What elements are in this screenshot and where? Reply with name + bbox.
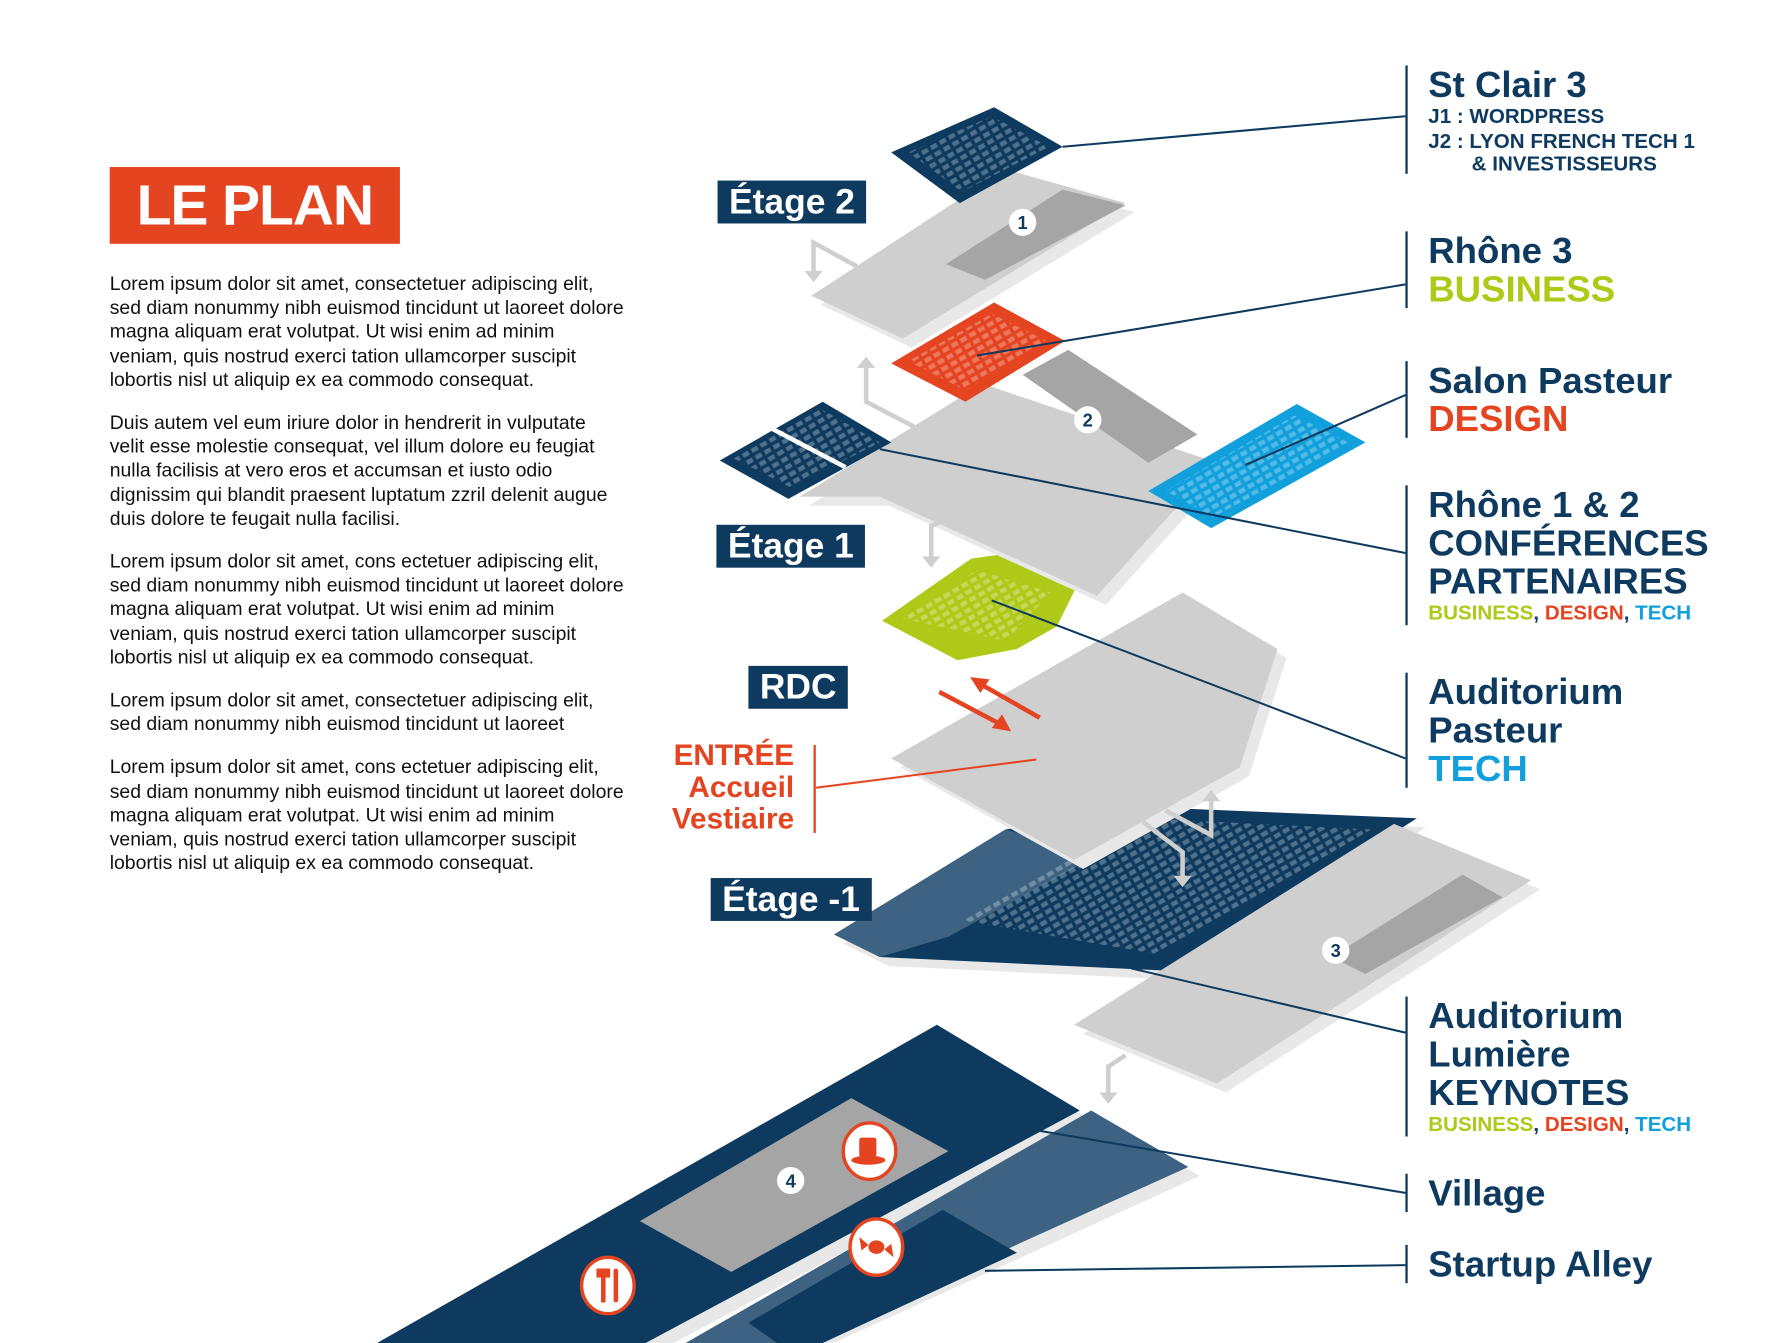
separator: , [1623, 1112, 1636, 1136]
entrance-reception: Accueil [688, 769, 795, 804]
legend-rhone-3: Rhône 3 BUSINESS [1405, 230, 1616, 310]
floor-label-rdc: RDC [748, 665, 849, 709]
candy-icon [848, 1217, 905, 1278]
room-name: Salon Pasteur [1428, 360, 1673, 401]
page-title: LE PLAN [109, 167, 400, 244]
room-day2: J2 : LYON FRENCH TECH 1 [1428, 129, 1695, 153]
stair-arrows [811, 238, 1214, 1095]
paragraph: Lorem ipsum dolor sit amet, consectetuer… [109, 689, 594, 736]
separator: , [1533, 601, 1545, 625]
room-name: Auditorium [1428, 995, 1624, 1037]
floor-rdc [882, 553, 1287, 870]
room-track: DESIGN [1428, 398, 1569, 440]
entrance-bar [813, 744, 816, 833]
room-name: Lumière [1428, 1033, 1571, 1075]
paragraph: Lorem ipsum dolor sit amet, cons ectetue… [109, 756, 624, 874]
legend-rhone-1-2: Rhône 1 & 2 CONFÉRENCES PARTENAIRES BUSI… [1405, 484, 1709, 626]
legend-startup-alley: Startup Alley [1405, 1243, 1653, 1285]
track-business: BUSINESS [1428, 1112, 1534, 1136]
room-name: Pasteur [1428, 709, 1563, 751]
ground-floor: 4 [377, 1024, 1200, 1343]
paragraph: Duis autem vel eum iriure dolor in hendr… [109, 411, 608, 530]
room-track: TECH [1428, 748, 1528, 789]
track-business: BUSINESS [1428, 601, 1534, 625]
room-name: St Clair 3 [1428, 64, 1587, 105]
room-purpose: CONFÉRENCES [1428, 522, 1709, 564]
room-purpose: KEYNOTES [1428, 1072, 1630, 1113]
room-name: Startup Alley [1428, 1243, 1653, 1285]
coffee-cup-icon [841, 1121, 898, 1182]
track-tech: TECH [1635, 1112, 1692, 1136]
room-day2-cont: & INVESTISSEURS [1471, 152, 1657, 175]
entrance-title: ENTRÉE [673, 738, 795, 772]
paragraph: Lorem ipsum dolor sit amet, cons ectetue… [109, 550, 624, 668]
floor-minus-1: 3 [834, 806, 1541, 1093]
track-design: DESIGN [1544, 1112, 1624, 1136]
marker-2: 2 [1083, 411, 1093, 431]
fork-knife-icon [579, 1255, 636, 1316]
legend-salon-pasteur: Salon Pasteur DESIGN [1405, 361, 1672, 438]
legend-st-clair-3: St Clair 3 J1 : WORDPRESS J2 : LYON FREN… [1405, 64, 1695, 175]
marker-3: 3 [1331, 941, 1341, 961]
entrance-label: ENTRÉE Accueil Vestiaire [640, 739, 794, 834]
legend-auditorium-lumiere: Auditorium Lumière KEYNOTES BUSINESS, DE… [1405, 995, 1692, 1137]
track-design: DESIGN [1544, 601, 1624, 625]
room-name: Village [1428, 1172, 1546, 1214]
legend-village: Village [1405, 1172, 1546, 1214]
leader-lines [815, 115, 1406, 1272]
floor-1: 2 [719, 302, 1366, 605]
marker-4: 4 [786, 1171, 796, 1191]
room-day1: J1 : WORDPRESS [1428, 104, 1605, 128]
floor-2: 1 [811, 107, 1135, 348]
room-name: Rhône 3 [1428, 230, 1573, 271]
separator: , [1533, 1112, 1545, 1136]
intro-text: Lorem ipsum dolor sit amet, consectetuer… [110, 272, 624, 894]
room-name: Rhône 1 & 2 [1428, 484, 1640, 525]
paragraph: Lorem ipsum dolor sit amet, consectetuer… [109, 273, 624, 391]
marker-1: 1 [1018, 213, 1028, 233]
floor-label-etage-1: Étage 1 [716, 524, 866, 568]
marker-4-circle [776, 1166, 805, 1195]
room-track: BUSINESS [1428, 268, 1616, 310]
floor-label-etage-minus-1: Étage -1 [710, 878, 872, 921]
track-tech: TECH [1635, 601, 1692, 625]
room-purpose: PARTENAIRES [1428, 560, 1688, 602]
floor-label-etage-2: Étage 2 [717, 180, 867, 224]
entrance-cloakroom: Vestiaire [671, 801, 795, 836]
separator: , [1623, 601, 1636, 625]
room-name: Auditorium [1428, 671, 1624, 713]
legend-auditorium-pasteur: Auditorium Pasteur TECH [1405, 671, 1624, 789]
